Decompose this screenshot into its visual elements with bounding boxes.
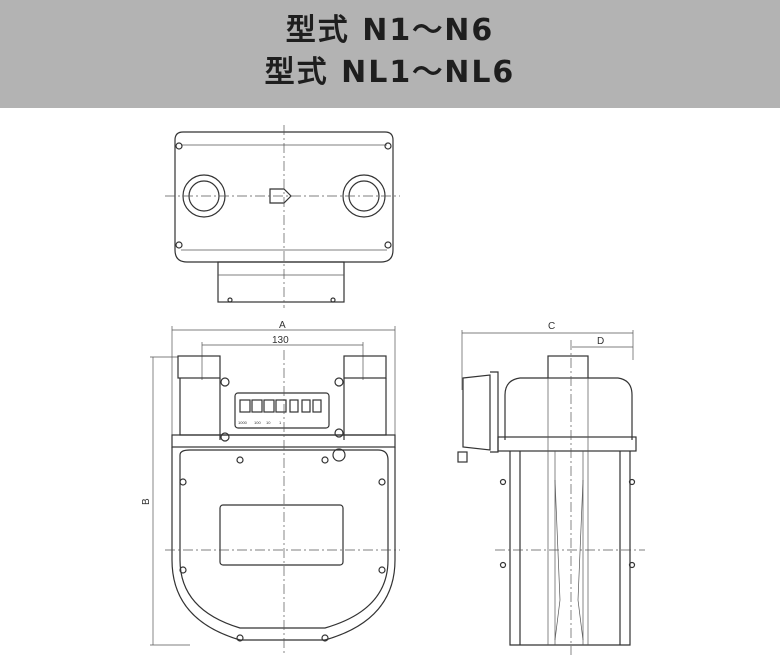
front-view: 1000 100 10 1 A 130 B: [141, 320, 400, 655]
model-title-nl: 型式 NL1〜NL6: [264, 55, 516, 90]
top-view: [165, 125, 400, 308]
dimension-d-label: D: [597, 336, 604, 347]
counter-label-10: 10: [266, 420, 271, 425]
counter-label-100: 100: [254, 420, 261, 425]
title-banner: 型式 N1〜N6 型式 NL1〜NL6: [0, 0, 780, 108]
model-title-n: 型式 N1〜N6: [285, 13, 495, 48]
dimension-a-label: A: [279, 320, 286, 331]
counter-label-1: 1: [279, 420, 282, 425]
dimension-130-label: 130: [272, 335, 289, 346]
dimension-b-label: B: [141, 498, 152, 505]
counter-digits: [239, 399, 322, 413]
counter-label-1000: 1000: [238, 420, 248, 425]
dimension-c-label: C: [548, 321, 555, 332]
side-view: C D: [457, 321, 645, 655]
